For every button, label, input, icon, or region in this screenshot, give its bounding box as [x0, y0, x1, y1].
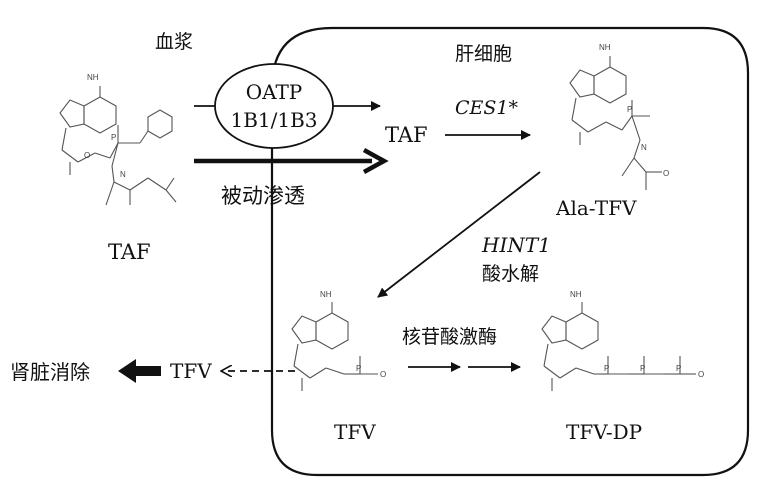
hepatocyte-label: 肝细胞 [455, 43, 512, 65]
tfv-dp-structure [541, 302, 696, 391]
ces1-enzyme-label: CES1* [455, 97, 519, 119]
tfv-dp-phosphorus-atom-3: P [676, 364, 681, 373]
taf-structure [59, 86, 177, 206]
passive-permeation-label: 被动渗透 [221, 184, 305, 208]
tfv-structure [291, 302, 378, 391]
tfv-amine-atom: NH [320, 290, 332, 299]
tfv-dp-terminal-oxide-atom: O [698, 370, 704, 379]
renal-elimination-label: 肾脏消除 [10, 360, 90, 384]
ala-tfv-phosphorus-atom: P [627, 105, 632, 114]
tfv-intracellular-label: TFV [334, 420, 376, 444]
taf-amine-atom: NH [87, 73, 99, 82]
ala-tfv-amine-atom: NH [599, 43, 611, 52]
hint1-arrow [377, 171, 541, 298]
taf-intracellular-label: TAF [385, 123, 428, 147]
plasma-label: 血浆 [155, 31, 193, 53]
tfv-dp-label: TFV-DP [566, 420, 642, 444]
ala-tfv-label: Ala-TFV [555, 196, 637, 220]
taf-phosphorus-atom: P [111, 133, 116, 142]
acid-hydrolysis-label: 酸水解 [482, 263, 539, 285]
nucleotide-kinase-label: 核苷酸激酶 [402, 326, 497, 348]
hint1-enzyme-label: HINT1 [481, 233, 551, 257]
tfv-dp-amine-atom: NH [570, 290, 582, 299]
tfv-oxide-atom: O [380, 370, 386, 379]
taf-nitrogen-atom: N [120, 170, 126, 179]
tfv-dp-phosphorus-atom-2: P [640, 364, 645, 373]
hepatocyte-membrane [270, 26, 750, 477]
taf-ether-oxygen-atom: O [84, 151, 90, 160]
tfv-plasma-label: TFV [170, 359, 212, 383]
ala-tfv-nitrogen-atom: N [641, 143, 647, 152]
ala-tfv-carboxylate-atom: O [663, 169, 669, 178]
taf-plasma-label: TAF [108, 240, 151, 264]
tfv-phosphorus-atom: P [356, 364, 361, 373]
tfv-dp-phosphorus-atom-1: P [604, 364, 609, 373]
oatp-transporter [214, 63, 334, 149]
renal-elimination-arrow [118, 359, 161, 383]
ala-tfv-structure [569, 56, 662, 190]
oatp-subtype-label: 1B1/1B3 [230, 108, 317, 132]
oatp-label: OATP [246, 80, 303, 104]
